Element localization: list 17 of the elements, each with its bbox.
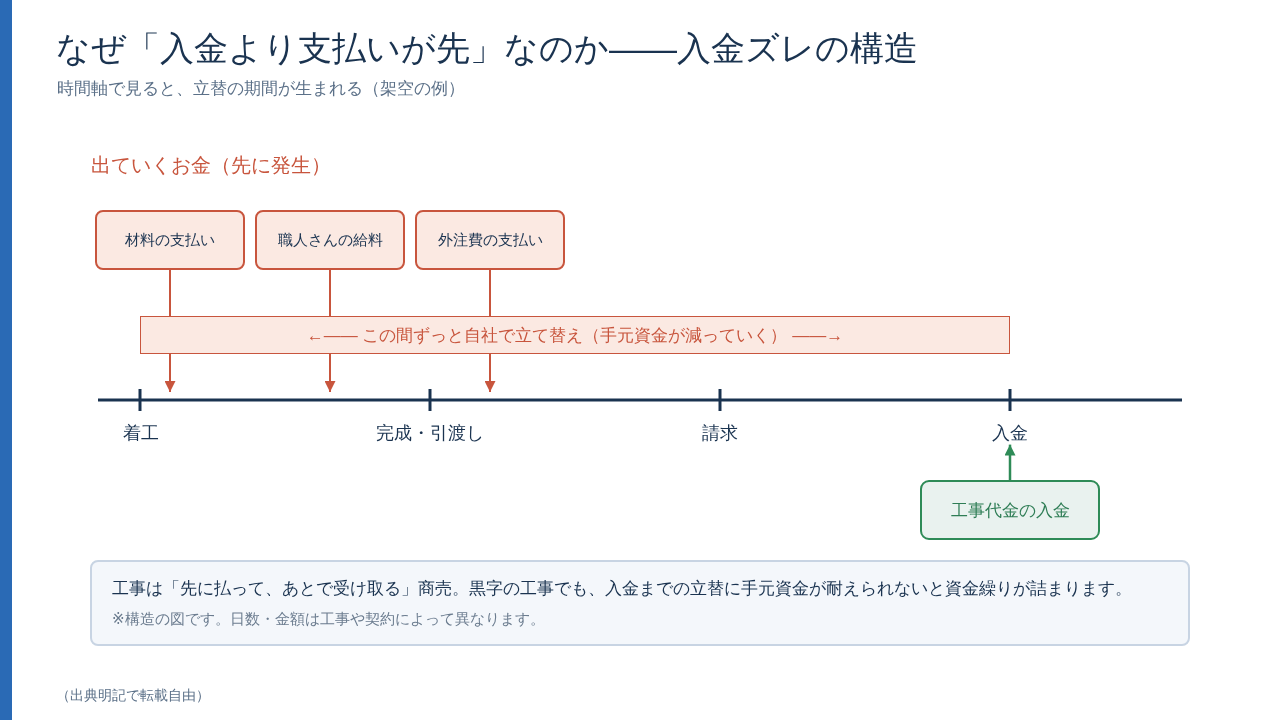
section-heading: 出ていくお金（先に発生）	[91, 153, 331, 177]
milestone-label: 請求	[702, 423, 738, 445]
subtitle: 時間軸で見ると、立替の期間が生まれる（架空の例）	[57, 79, 465, 100]
note-text: 工事は「先に払って、あとで受け取る」商売。黒字の工事でも、入金までの立替に手元資金が耐えられないと資金繰りが詰まります。	[112, 578, 1133, 600]
milestone-label: 着工	[123, 423, 159, 445]
payment-box: 職人さんの給料	[255, 210, 405, 270]
milestone-label: 入金	[992, 423, 1028, 445]
milestone-label: 完成・引渡し	[376, 423, 484, 445]
income-box: 工事代金の入金	[920, 480, 1100, 540]
arrow	[1004, 444, 1016, 480]
footnote-text: ※構造の図です。日数・金額は工事や契約によって異なります。	[112, 608, 546, 629]
payment-box: 外注費の支払い	[415, 210, 565, 270]
payment-box: 材料の支払い	[95, 210, 245, 270]
source-note: （出典明記で転載自由）	[56, 687, 210, 704]
note-box	[90, 560, 1190, 646]
diagram-title: なぜ「入金より支払いが先」なのか——入金ズレの構造	[56, 28, 918, 69]
period-band: ←—— この間ずっと自社で立て替え（手元資金が減っていく） ——→	[140, 316, 1010, 354]
